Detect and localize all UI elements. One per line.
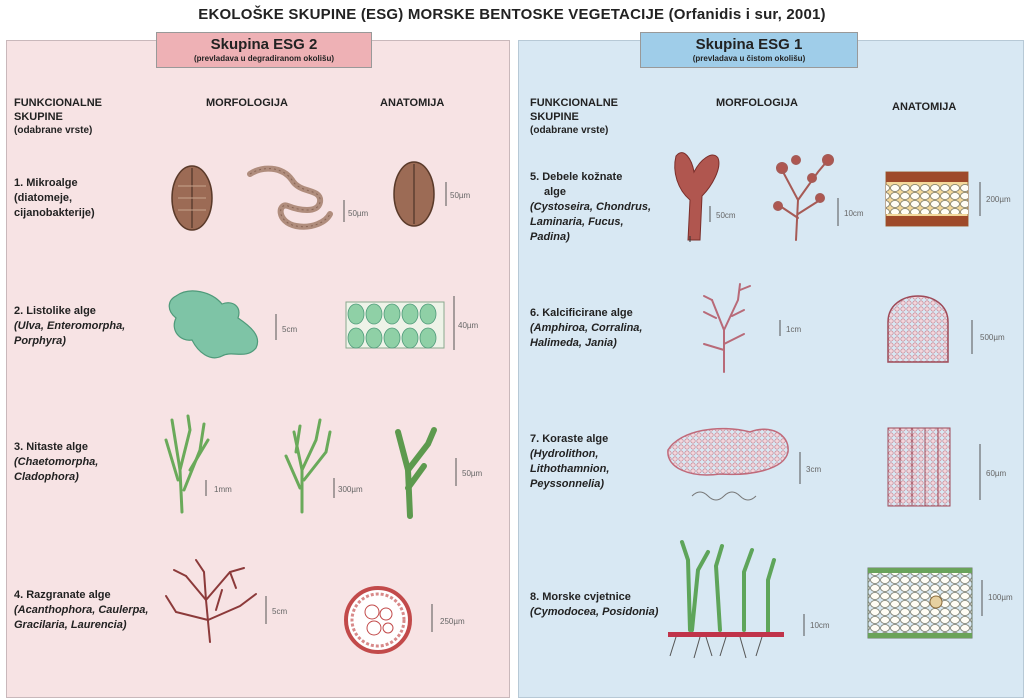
scale-label-12: 200µm — [986, 195, 1011, 204]
diatom-anatomy — [394, 162, 434, 226]
crustose-morphology — [668, 429, 788, 500]
diatom-morphology — [172, 166, 212, 230]
scale-label-7: 50µm — [462, 469, 483, 478]
cyanobacteria-filament — [250, 169, 330, 227]
leathery-morphology-1 — [675, 153, 719, 242]
seagrass-anatomy — [868, 568, 972, 638]
ulva-anatomy — [346, 302, 444, 348]
leathery-anatomy — [886, 172, 968, 226]
filamentous-anatomy — [398, 430, 434, 516]
branched-anatomy — [346, 588, 410, 652]
scale-label-3: 5cm — [282, 325, 297, 334]
seagrass-morphology — [668, 542, 784, 658]
scale-label-17: 10cm — [810, 621, 830, 630]
scale-label-6: 300µm — [338, 485, 363, 494]
filamentous-morphology-2 — [286, 420, 330, 512]
ulva-morphology — [169, 291, 257, 358]
calcified-anatomy — [888, 296, 948, 362]
leathery-morphology-2 — [774, 155, 833, 240]
scale-label-5: 1mm — [214, 485, 232, 494]
scale-label-10: 50cm — [716, 211, 736, 220]
scale-label-15: 3cm — [806, 465, 821, 474]
scale-label-1: 50µm — [348, 209, 369, 218]
scale-label-13: 1cm — [786, 325, 801, 334]
scale-label-8: 5cm — [272, 607, 287, 616]
crustose-anatomy — [888, 428, 950, 506]
scale-label-14: 500µm — [980, 333, 1005, 342]
scale-label-11: 10cm — [844, 209, 864, 218]
scale-label-9: 250µm — [440, 617, 465, 626]
calcified-morphology — [704, 284, 750, 372]
scale-labels: 50µm 50µm 5cm 40µm 1mm 300µm 50µm 5cm 25… — [214, 191, 1013, 630]
scale-label-4: 40µm — [458, 321, 479, 330]
filamentous-morphology-1 — [166, 416, 208, 512]
scale-label-18: 100µm — [988, 593, 1013, 602]
scale-bars — [206, 182, 982, 636]
scale-label-2: 50µm — [450, 191, 471, 200]
scale-label-16: 60µm — [986, 469, 1007, 478]
branched-morphology — [166, 560, 256, 642]
